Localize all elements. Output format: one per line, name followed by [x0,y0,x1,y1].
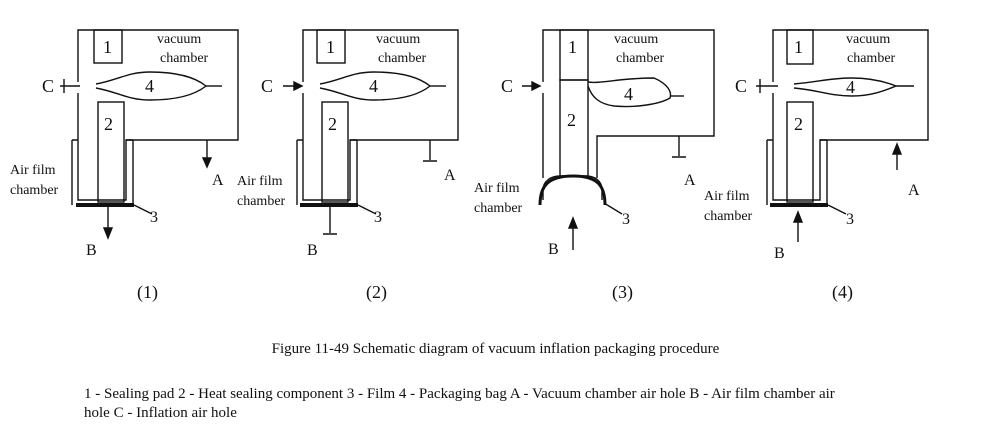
arrow-b [102,207,114,240]
label-4: 4 [624,84,633,104]
label-3: 3 [374,209,382,226]
label-2: 2 [104,114,113,134]
air-film-chamber-wall [71,139,134,205]
figure-caption: Figure 11-49 Schematic diagram of vacuum… [271,341,720,357]
air-film-chamber-wall [296,139,358,205]
label-a: A [908,182,920,199]
label-b: B [548,241,559,258]
label-b: B [774,245,785,262]
packaging-bag [587,77,672,108]
heat-sealing-component [97,101,125,203]
leader-3 [133,204,153,215]
panel-3: 1 vacuum chamber 4 C 2 A Air film chambe… [474,29,715,258]
packaging-bag [793,77,898,97]
label-a: A [212,172,224,189]
panel-number-1: (1) [137,282,158,303]
inflation-arrow-c [283,80,304,92]
label-3: 3 [846,211,854,228]
heat-sealing-component [321,101,349,203]
leader-3 [603,202,623,215]
panel-number-4: (4) [832,282,853,303]
sealing-pad [316,29,346,64]
label-c: C [501,76,513,96]
air-film-chamber-wall [766,139,828,205]
label-1: 1 [568,37,577,57]
figure-legend: 1 - Sealing pad 2 - Heat sealing compone… [84,386,835,421]
label-chamber: chamber [378,51,427,66]
panel-number-2: (2) [366,282,387,303]
sealing-pad [786,29,814,65]
sealing-pad [93,29,123,64]
label-a: A [444,167,456,184]
panel-2: 1 vacuum chamber 4 C 2 A Air film chambe… [237,29,459,259]
panel-4: 1 vacuum chamber 4 C 2 A Air film chambe… [704,29,929,262]
label-1: 1 [794,37,803,57]
label-c: C [42,76,54,96]
label-3: 3 [150,209,158,226]
label-vacuum: vacuum [157,32,201,47]
film-dome [538,174,607,206]
arrow-a [201,140,213,169]
leader-3 [357,204,377,215]
arrow-a [891,142,903,170]
label-air-film-chamber: chamber [474,201,523,216]
label-2: 2 [794,114,803,134]
label-4: 4 [369,76,378,96]
heat-sealing-component [786,101,814,203]
label-c: C [735,76,747,96]
label-3: 3 [622,211,630,228]
arrow-b [567,216,579,250]
label-4: 4 [145,76,154,96]
label-air-film-chamber: chamber [237,194,286,209]
label-vacuum: vacuum [376,32,420,47]
vacuum-inflation-diagram: 1 vacuum chamber 4 C 2 A Air film chambe… [10,29,929,303]
closed-hole-a [423,140,437,162]
label-chamber: chamber [616,51,665,66]
label-1: 1 [326,37,335,57]
arrow-b [792,210,804,242]
inflation-valve-c [756,79,778,93]
label-chamber: chamber [160,51,209,66]
label-4: 4 [846,77,855,97]
label-b: B [307,242,318,259]
label-c: C [261,76,273,96]
label-air-film: Air film [474,181,520,196]
closed-hole-b [323,207,337,235]
label-1: 1 [103,37,112,57]
label-chamber: chamber [847,51,896,66]
closed-hole-a [672,136,686,158]
label-air-film: Air film [237,174,283,189]
leader-3 [827,204,847,215]
label-vacuum: vacuum [614,32,658,47]
label-2: 2 [567,110,576,130]
inflation-arrow-c [522,80,542,92]
panel-number-3: (3) [612,282,633,303]
panel-1: 1 vacuum chamber 4 C 2 A Air film chambe… [10,29,239,259]
label-2: 2 [328,114,337,134]
label-air-film: Air film [704,189,750,204]
label-b: B [86,242,97,259]
label-air-film-chamber: chamber [704,209,753,224]
vacuum-chamber-outline [542,29,715,178]
inflation-valve-c [60,79,80,93]
label-air-film-chamber: chamber [10,183,59,198]
label-vacuum: vacuum [846,32,890,47]
label-air-film: Air film [10,163,56,178]
label-a: A [684,172,696,189]
